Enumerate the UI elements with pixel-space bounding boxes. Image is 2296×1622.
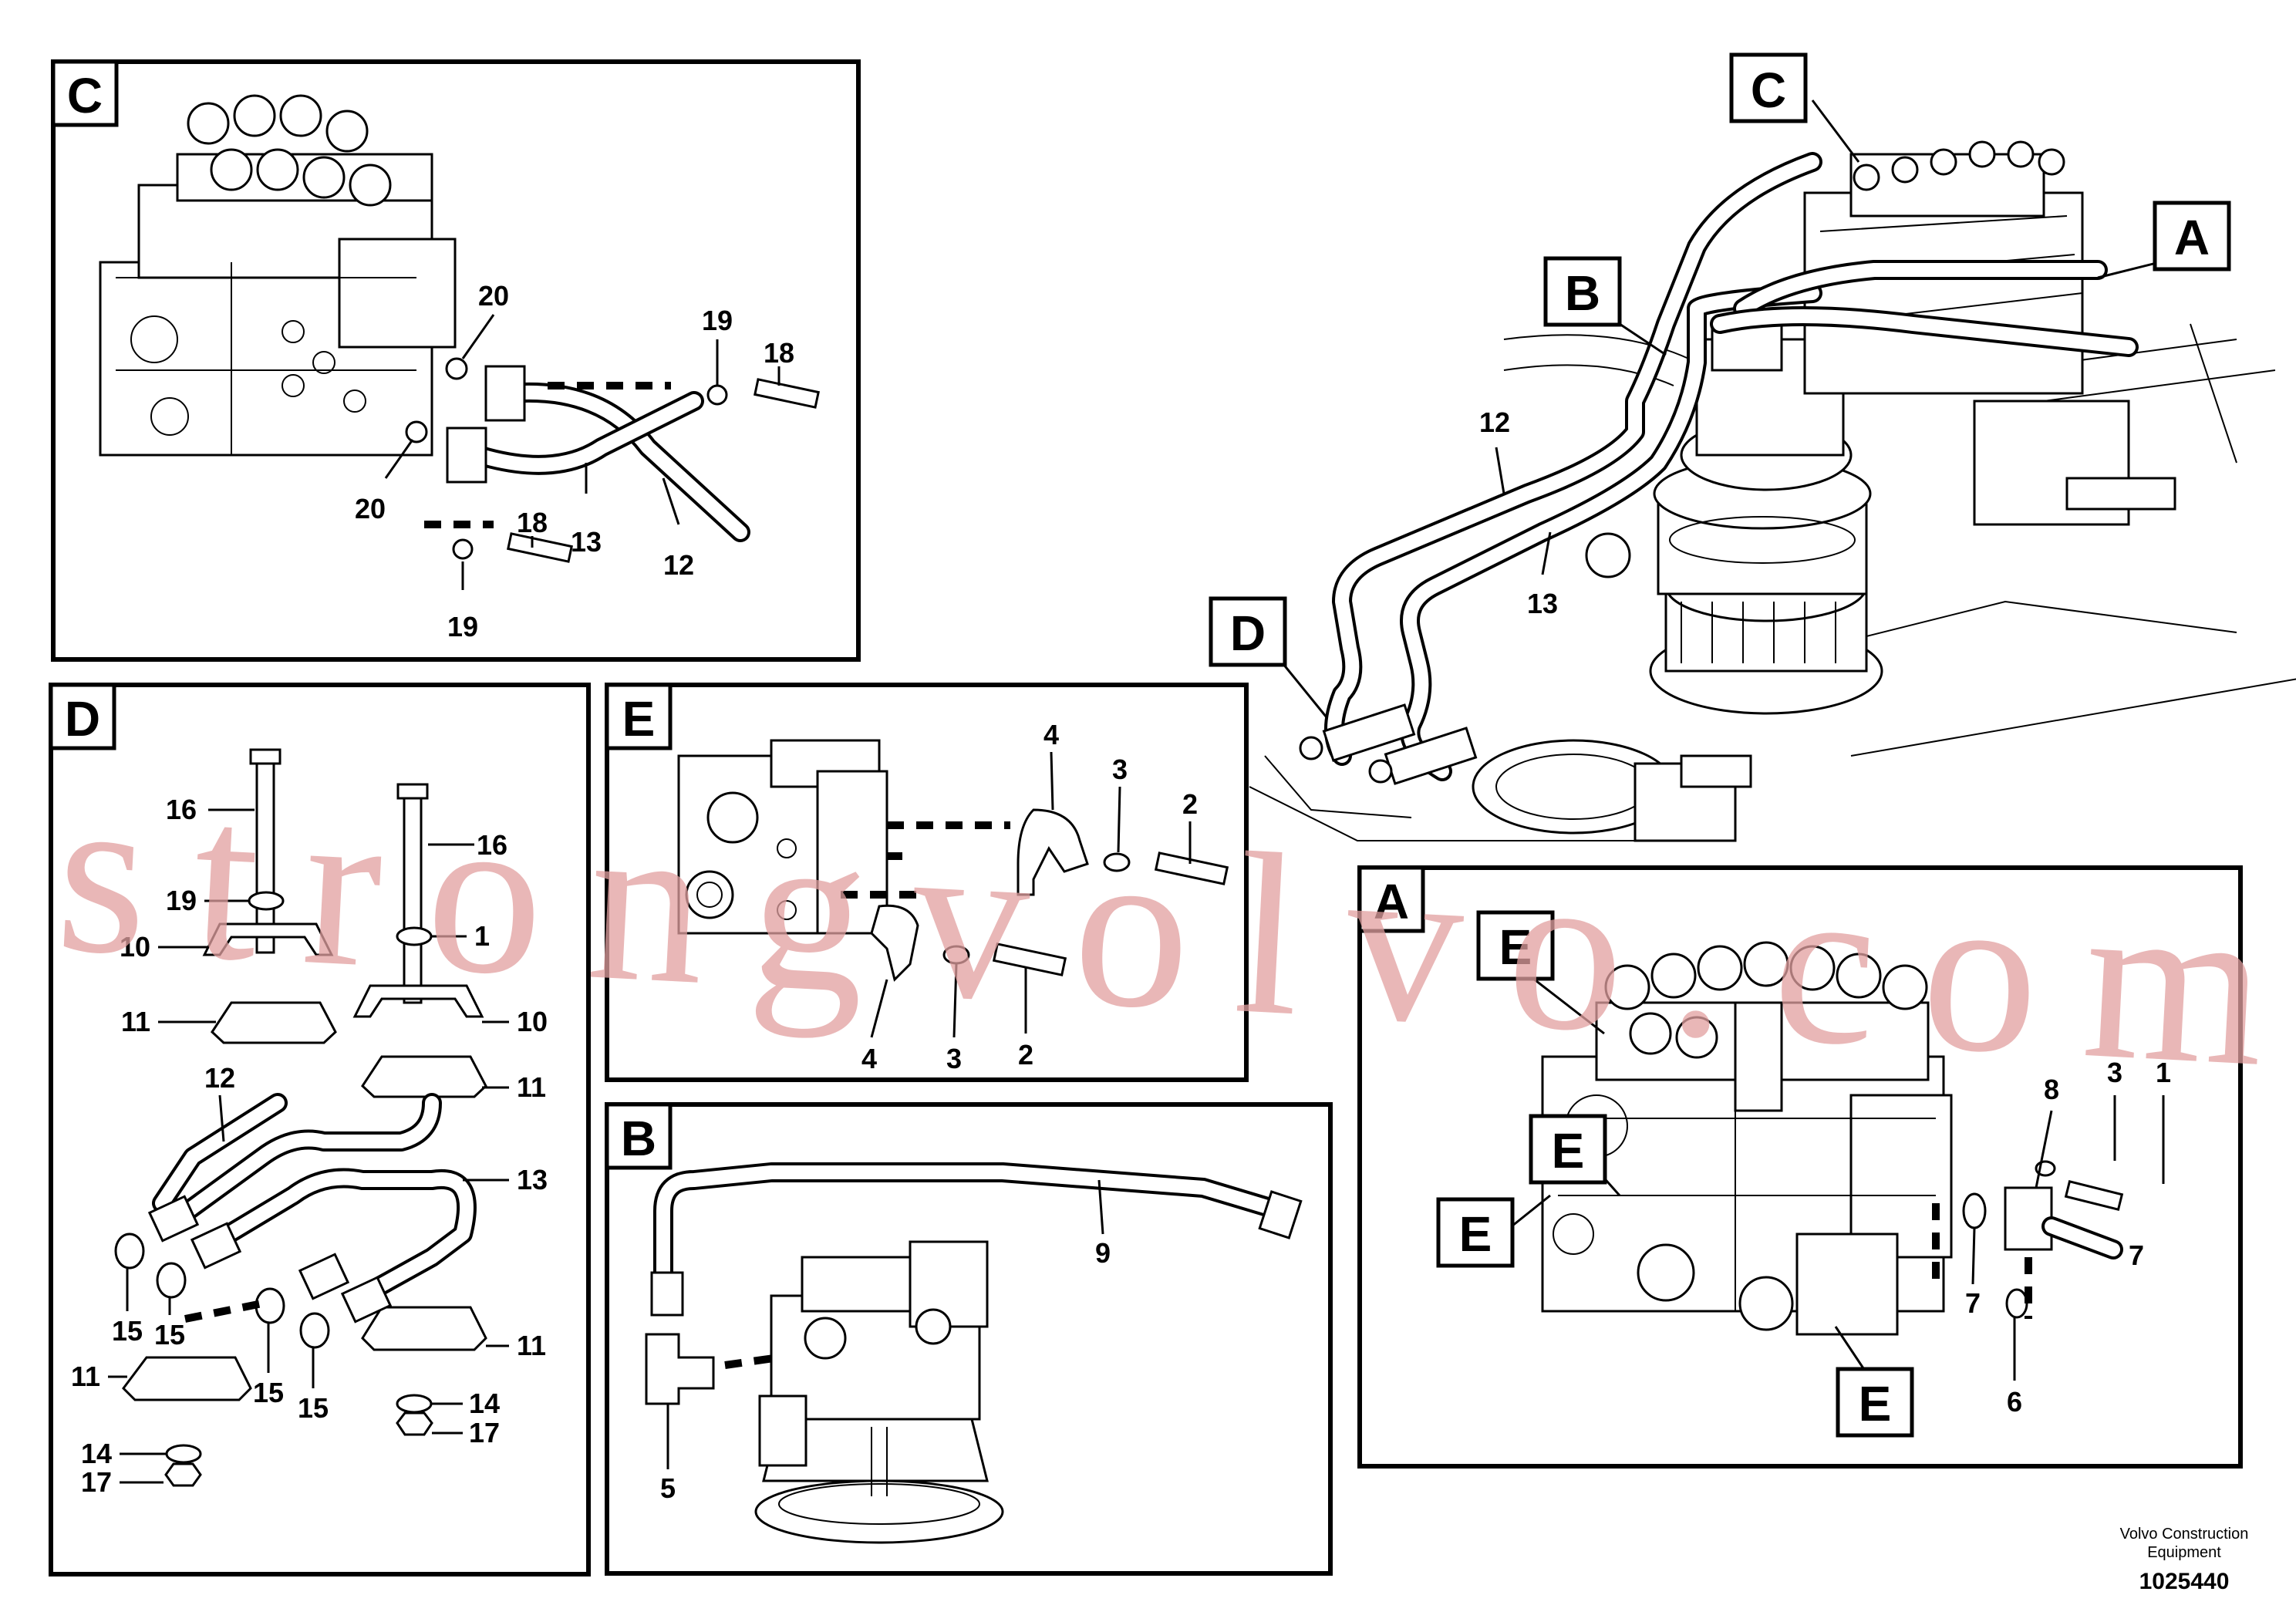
- panel-d-label-14-right: 14: [469, 1388, 500, 1419]
- panel-e: E 4 3 2 4 3 2: [605, 683, 1249, 1082]
- overview-tag-d: D: [1230, 605, 1266, 661]
- panel-c-label-20-top: 20: [478, 280, 509, 312]
- panel-d-label-17-right: 17: [469, 1417, 500, 1448]
- drawing-number: 1025440: [2139, 1569, 2230, 1594]
- footer-company-line1: Volvo Construction: [2120, 1526, 2249, 1543]
- panel-d-tag: D: [65, 691, 100, 747]
- panel-d-label-15-a: 15: [112, 1315, 143, 1347]
- panel-b-tag: B: [621, 1111, 656, 1166]
- panel-d-label-15-b: 15: [154, 1319, 185, 1351]
- panel-d-label-17-left: 17: [81, 1466, 112, 1498]
- panel-d-label-10-right: 10: [517, 1006, 548, 1037]
- panel-d-label-10-left: 10: [120, 931, 150, 963]
- footer-company-line2: Equipment: [2147, 1544, 2221, 1561]
- panel-d-label-11-right-lower: 11: [517, 1330, 546, 1361]
- panel-b-label-5: 5: [660, 1472, 676, 1504]
- overview-label-13: 13: [1527, 588, 1558, 619]
- panel-d-label-11-right: 11: [517, 1071, 546, 1103]
- panel-c-label-19-bottom: 19: [447, 611, 478, 642]
- panel-d-label-14-left: 14: [81, 1438, 112, 1469]
- panel-c-tag: C: [67, 68, 103, 123]
- panel-a-label-3: 3: [2107, 1057, 2122, 1088]
- overview-assembly: C A B D 12 13: [1209, 52, 2296, 842]
- panel-a-tag-e-2: E: [1552, 1123, 1585, 1179]
- overview-label-12: 12: [1479, 406, 1510, 438]
- panel-a-tag: A: [1374, 874, 1409, 929]
- panel-c-label-13: 13: [571, 526, 602, 558]
- panel-a-tag-e-1: E: [1499, 919, 1532, 975]
- overview-tag-b: B: [1565, 265, 1600, 321]
- panel-d: D: [49, 683, 591, 1576]
- panel-b: B 9 5: [605, 1102, 1333, 1576]
- panel-e-label-3-bottom: 3: [946, 1043, 962, 1074]
- panel-a-label-8: 8: [2044, 1074, 2059, 1105]
- panel-d-label-1: 1: [474, 920, 490, 952]
- panel-c-label-18-top: 18: [764, 337, 794, 369]
- panel-d-label-15-d: 15: [298, 1392, 329, 1424]
- panel-e-label-4-bottom: 4: [861, 1043, 877, 1074]
- panel-c-label-20-bottom: 20: [355, 493, 386, 524]
- panel-a-label-1: 1: [2156, 1057, 2171, 1088]
- panel-a-label-7-right: 7: [2129, 1239, 2144, 1271]
- panel-d-label-19: 19: [166, 885, 197, 916]
- panel-d-label-13: 13: [517, 1164, 548, 1195]
- panel-a-tag-e-4: E: [1859, 1376, 1892, 1431]
- panel-e-label-4-top: 4: [1043, 719, 1059, 750]
- panel-c-label-12: 12: [663, 549, 694, 581]
- panel-e-tag: E: [622, 691, 656, 747]
- panel-d-label-12: 12: [204, 1062, 235, 1094]
- panel-a-label-6: 6: [2007, 1386, 2022, 1418]
- panel-d-label-16-right: 16: [477, 829, 507, 861]
- panel-d-label-16-left: 16: [166, 794, 197, 825]
- panel-d-label-11-left-lower: 11: [71, 1361, 100, 1392]
- panel-d-label-11-left: 11: [121, 1006, 150, 1037]
- panel-e-label-2-bottom: 2: [1018, 1039, 1033, 1071]
- panel-c-label-19-top: 19: [702, 305, 733, 336]
- overview-tag-a: A: [2174, 210, 2210, 265]
- panel-a: A E: [1357, 865, 2243, 1469]
- panel-c: C 20: [51, 59, 861, 662]
- panel-a-label-7-left: 7: [1965, 1287, 1981, 1319]
- footer: Volvo Construction Equipment 1025440: [2120, 1526, 2249, 1594]
- overview-tag-c: C: [1751, 62, 1786, 118]
- panel-a-tag-e-3: E: [1459, 1206, 1492, 1262]
- panel-e-label-3-top: 3: [1112, 754, 1128, 785]
- panel-d-label-15-c: 15: [253, 1377, 284, 1408]
- panel-c-label-18-bottom: 18: [517, 507, 548, 538]
- panel-e-label-2-top: 2: [1182, 788, 1198, 820]
- panel-b-label-9: 9: [1095, 1237, 1111, 1269]
